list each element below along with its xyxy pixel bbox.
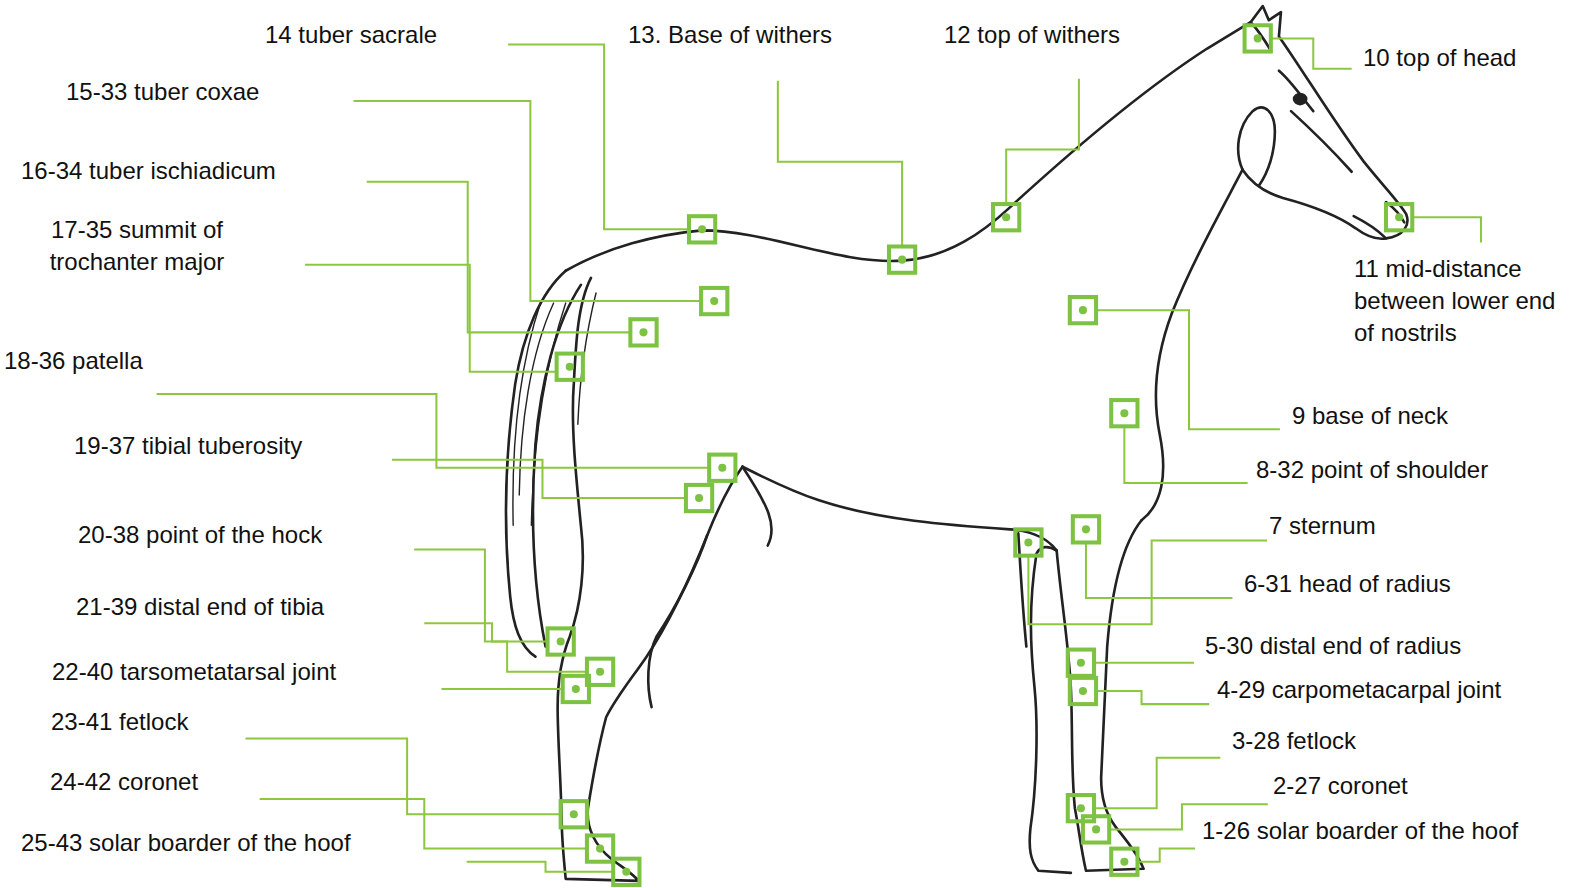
landmark-label: 3-28 fetlock <box>1230 725 1358 757</box>
marker-box <box>1245 25 1271 51</box>
marker-box <box>993 204 1019 230</box>
marker-dot <box>596 668 604 676</box>
marker-box <box>548 628 574 654</box>
marker-dot <box>572 685 580 693</box>
landmark-label: 15-33 tuber coxae <box>64 76 261 108</box>
landmark-label: 10 top of head <box>1361 42 1518 74</box>
marker-box <box>889 247 915 273</box>
marker-dot <box>710 297 718 305</box>
marker-box <box>1070 297 1096 323</box>
marker-dot <box>1120 409 1128 417</box>
marker-box <box>686 485 712 511</box>
marker-box <box>630 319 656 345</box>
marker-box <box>1070 678 1096 704</box>
landmark-label: 22-40 tarsometatarsal joint <box>50 656 338 688</box>
marker-box <box>1111 849 1137 875</box>
landmark-label: 23-41 fetlock <box>49 706 190 738</box>
marker-box <box>1083 816 1109 842</box>
marker-box <box>1111 400 1137 426</box>
marker-dot <box>1092 825 1100 833</box>
marker-dot <box>1077 659 1085 667</box>
marker-dot <box>1079 687 1087 695</box>
marker-dot <box>1002 213 1010 221</box>
marker-dot <box>718 464 726 472</box>
marker-dot <box>898 256 906 264</box>
landmark-label: 17-35 summit of trochanter major <box>30 214 244 278</box>
marker-dot <box>557 637 565 645</box>
marker-dot <box>1395 213 1403 221</box>
marker-box <box>563 676 589 702</box>
marker-dot <box>570 810 578 818</box>
marker-dot <box>698 225 706 233</box>
marker-box <box>1015 529 1041 555</box>
landmark-label: 24-42 coronet <box>48 766 200 798</box>
landmark-label: 2-27 coronet <box>1271 770 1410 802</box>
landmark-label: 11 mid-distance between lower end of nos… <box>1352 253 1580 349</box>
landmark-label: 5-30 distal end of radius <box>1203 630 1463 662</box>
marker-dot <box>1024 538 1032 546</box>
marker-box <box>557 354 583 380</box>
landmark-label: 12 top of withers <box>942 19 1122 51</box>
landmark-label: 14 tuber sacrale <box>263 19 439 51</box>
marker-dot <box>1120 858 1128 866</box>
marker-box <box>709 455 735 481</box>
marker-dot <box>695 494 703 502</box>
marker-dot <box>1077 804 1085 812</box>
landmark-label: 16-34 tuber ischiadicum <box>19 155 278 187</box>
landmark-label: 1-26 solar boarder of the hoof <box>1200 815 1520 847</box>
marker-dot <box>639 328 647 336</box>
landmark-label: 8-32 point of shoulder <box>1254 454 1490 486</box>
marker-box <box>561 801 587 827</box>
marker-dot <box>622 868 630 876</box>
marker-box <box>1068 650 1094 676</box>
landmark-label: 7 sternum <box>1267 510 1378 542</box>
landmark-label: 18-36 patella <box>2 345 145 377</box>
landmark-label: 4-29 carpometacarpal joint <box>1215 674 1503 706</box>
marker-dot <box>596 845 604 853</box>
marker-box <box>1073 516 1099 542</box>
marker-dot <box>1082 525 1090 533</box>
landmark-label: 19-37 tibial tuberosity <box>72 430 304 462</box>
marker-box <box>689 216 715 242</box>
landmark-label: 21-39 distal end of tibia <box>74 591 326 623</box>
marker-dot <box>1254 34 1262 42</box>
marker-box <box>1386 204 1412 230</box>
landmark-label: 13. Base of withers <box>626 19 834 51</box>
marker-dot <box>1079 306 1087 314</box>
landmark-label: 9 base of neck <box>1290 400 1450 432</box>
landmark-label: 25-43 solar boarder of the hoof <box>19 827 353 859</box>
marker-box <box>587 835 613 861</box>
landmark-label: 6-31 head of radius <box>1242 568 1453 600</box>
marker-dot <box>566 363 574 371</box>
landmark-label: 20-38 point of the hock <box>76 519 324 551</box>
horse-outline <box>506 6 1407 881</box>
marker-box <box>701 288 727 314</box>
marker-box <box>613 859 639 885</box>
